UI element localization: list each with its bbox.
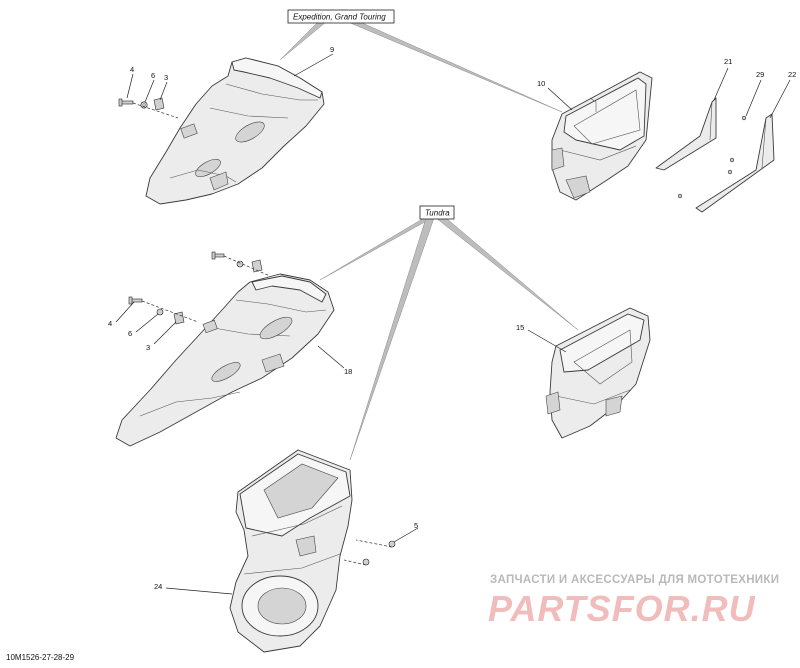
variant-label-tundra-text: Tundra	[425, 209, 450, 218]
part-15-air-duct	[545, 307, 651, 439]
part-9-upper-panel	[145, 57, 325, 205]
variant-label-tundra: Tundra	[319, 205, 579, 461]
callout-6-lower: 6	[128, 329, 132, 338]
part-5-hardware	[343, 539, 396, 566]
callout-18: 18	[344, 367, 352, 376]
variant-label-expedition-text: Expedition, Grand Touring	[293, 13, 386, 22]
callout-3-lower: 3	[146, 343, 150, 352]
callout-5: 5	[414, 521, 418, 530]
callout-leaders	[115, 53, 791, 595]
callout-22: 22	[788, 70, 796, 79]
part-18-hardware-upper	[211, 251, 271, 277]
callout-3-upper: 3	[164, 73, 168, 82]
part-9-hardware	[118, 97, 179, 119]
part-21-deflector	[655, 97, 717, 171]
callout-29: 29	[756, 70, 764, 79]
callout-21: 21	[724, 57, 732, 66]
callout-4-upper: 4	[130, 65, 134, 74]
variant-label-expedition: Expedition, Grand Touring	[279, 9, 563, 113]
callout-4-lower: 4	[108, 319, 112, 328]
part-10-air-duct	[551, 71, 653, 201]
callout-15: 15	[516, 323, 524, 332]
part-24-housing	[229, 449, 353, 653]
callout-24: 24	[154, 582, 162, 591]
watermark-logo: PARTSFOR.RU	[488, 588, 756, 629]
callout-9: 9	[330, 45, 334, 54]
part-18-panel	[115, 273, 335, 447]
part-29-fasteners	[677, 115, 747, 199]
callout-10: 10	[537, 79, 545, 88]
watermark-tagline: ЗАПЧАСТИ И АКСЕССУАРЫ ДЛЯ МОТОТЕХНИКИ	[490, 574, 780, 586]
part-18-hardware-lower	[128, 296, 199, 325]
callout-numbers: 9 4 6 3 10 21 29 22 4 6 3 18 15 5 24	[108, 45, 796, 591]
drawing-id: 10M1526-27-28-29	[6, 653, 75, 662]
callout-6-upper: 6	[151, 71, 155, 80]
